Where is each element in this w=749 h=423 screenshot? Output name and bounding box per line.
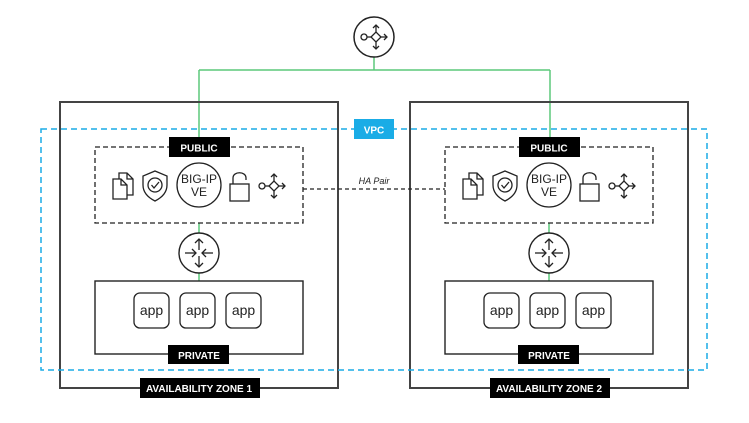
big-ip-label: BIG-IP: [531, 172, 567, 186]
padlock-open-icon: [229, 172, 250, 202]
documents-icon: [112, 172, 134, 200]
vpc-badge: VPC: [354, 119, 394, 139]
app-instance[interactable]: app: [529, 292, 566, 329]
router-icon: [178, 232, 220, 274]
app-label: app: [490, 302, 514, 318]
router-arrows: [185, 238, 213, 268]
shield-check-icon: [492, 170, 518, 202]
vpc-badge-bg: [354, 119, 394, 139]
app-instance[interactable]: app: [225, 292, 262, 329]
vpc-label: VPC: [364, 126, 385, 137]
availability-zone-2-box: [409, 101, 689, 389]
app-box: [483, 292, 520, 329]
app-instance[interactable]: app: [179, 292, 216, 329]
public-badge: [519, 137, 580, 157]
app-box: [179, 292, 216, 329]
app-label: app: [536, 302, 560, 318]
private-label: PRIVATE: [528, 351, 570, 362]
app-label: app: [186, 302, 210, 318]
router-icon: [528, 232, 570, 274]
top-load-balancer[interactable]: [353, 16, 395, 58]
app-box: [575, 292, 612, 329]
documents-icon: [462, 172, 484, 200]
az-label: AVAILABILITY ZONE 1: [146, 384, 253, 395]
az-badge: [490, 378, 610, 398]
router[interactable]: [528, 232, 570, 274]
public-badge: [169, 137, 230, 157]
app-instance[interactable]: app: [483, 292, 520, 329]
availability-zone-1-box: [59, 101, 339, 389]
app-box: [133, 292, 170, 329]
ve-label: VE: [191, 185, 207, 199]
padlock-open-icon: [579, 172, 600, 202]
private-badge: [518, 345, 579, 364]
private-badge: [168, 345, 229, 364]
app-box: [225, 292, 262, 329]
public-label: PUBLIC: [530, 144, 567, 155]
uplink-connectors: [198, 57, 551, 138]
ha-pair-label: HA Pair: [359, 176, 391, 186]
load-balancer-icon: [608, 173, 636, 199]
load-balancer-icon: [258, 173, 286, 199]
app-box: [529, 292, 566, 329]
vpc-boundary: [40, 128, 708, 371]
public-label: PUBLIC: [180, 144, 217, 155]
availability-zone-label: AVAILABILITY ZONE 1: [140, 378, 260, 398]
router-arrows: [535, 238, 563, 268]
shield-check-icon: [142, 170, 168, 202]
az-badge: [140, 378, 260, 398]
app-label: app: [582, 302, 606, 318]
app-instance[interactable]: app: [133, 292, 170, 329]
private-label: PRIVATE: [178, 351, 220, 362]
load-balancer-icon: [353, 16, 395, 58]
app-instance[interactable]: app: [575, 292, 612, 329]
big-ip-label: BIG-IP: [181, 172, 217, 186]
router[interactable]: [178, 232, 220, 274]
az-label: AVAILABILITY ZONE 2: [496, 384, 603, 395]
ve-label: VE: [541, 185, 557, 199]
app-label: app: [140, 302, 164, 318]
app-label: app: [232, 302, 256, 318]
availability-zone-label: AVAILABILITY ZONE 2: [490, 378, 610, 398]
